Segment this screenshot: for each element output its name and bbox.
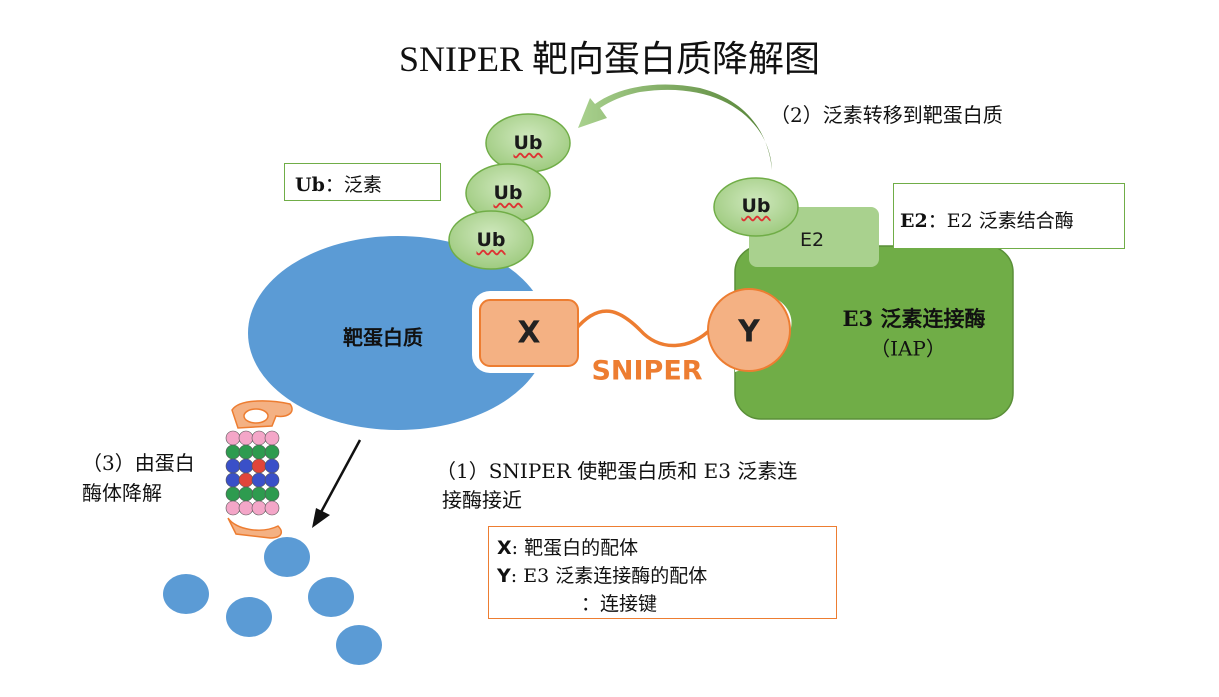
legend-x-key: X bbox=[497, 537, 512, 559]
ub-label: Ub bbox=[741, 195, 771, 217]
target-protein-label: 靶蛋白质 bbox=[343, 325, 423, 350]
degradation-arrow bbox=[312, 439, 362, 528]
diagram-title: SNIPER 靶向蛋白质降解图 bbox=[398, 39, 821, 79]
ub-label: Ub bbox=[513, 132, 543, 154]
x-ligand-shape bbox=[479, 299, 579, 367]
sniper-label: SNIPER bbox=[591, 355, 703, 387]
e2-label: E2 bbox=[799, 229, 825, 251]
step3-label-line1: （3）由蛋白 bbox=[82, 451, 195, 475]
ub-shape bbox=[448, 210, 534, 270]
peptide-fragments bbox=[163, 537, 382, 665]
y-ligand-label: Y bbox=[738, 314, 760, 350]
step1-label-line1: （1）SNIPER 使靶蛋白质和 E3 泛素连 bbox=[436, 459, 798, 483]
e3-ligase-label: E3 泛素连接酶 bbox=[842, 306, 986, 331]
legend-y-text: : E3 泛素连接酶的配体 bbox=[510, 565, 708, 587]
legend-x-text: : 靶蛋白的配体 bbox=[511, 537, 639, 559]
ub-label: Ub bbox=[476, 229, 506, 251]
proteasome-icon bbox=[225, 400, 293, 539]
ub-label: Ub bbox=[493, 182, 523, 204]
step3-label-line2: 酶体降解 bbox=[82, 481, 162, 505]
target-protein-shape bbox=[248, 236, 548, 430]
e3-ligase-sublabel: （IAP） bbox=[870, 336, 946, 361]
transfer-arrow bbox=[578, 84, 772, 170]
ub-definition-key: Ub bbox=[295, 174, 325, 196]
legend-y-key: Y bbox=[497, 565, 511, 587]
step2-label: （2）泛素转移到靶蛋白质 bbox=[770, 103, 1003, 127]
ub-definition-text: ：泛素 bbox=[324, 174, 382, 196]
legend-link-text: ：连接键 bbox=[581, 593, 658, 615]
legend-box: X: 靶蛋白的配体 Y: E3 泛素连接酶的配体 ：连接键 bbox=[488, 526, 837, 619]
e2-definition-key: E2 bbox=[900, 210, 928, 232]
ub-definition-box: Ub：泛素 bbox=[284, 163, 441, 201]
x-ligand-label: X bbox=[517, 315, 541, 351]
ub-shape bbox=[713, 177, 799, 237]
e2-definition-box: E2：E2 泛素结合酶 bbox=[893, 183, 1125, 249]
e2-definition-text: ：E2 泛素结合酶 bbox=[927, 210, 1074, 232]
linker-bond bbox=[573, 309, 714, 348]
step1-label-line2: 接酶接近 bbox=[442, 488, 522, 512]
y-ligand-shape bbox=[707, 288, 791, 372]
